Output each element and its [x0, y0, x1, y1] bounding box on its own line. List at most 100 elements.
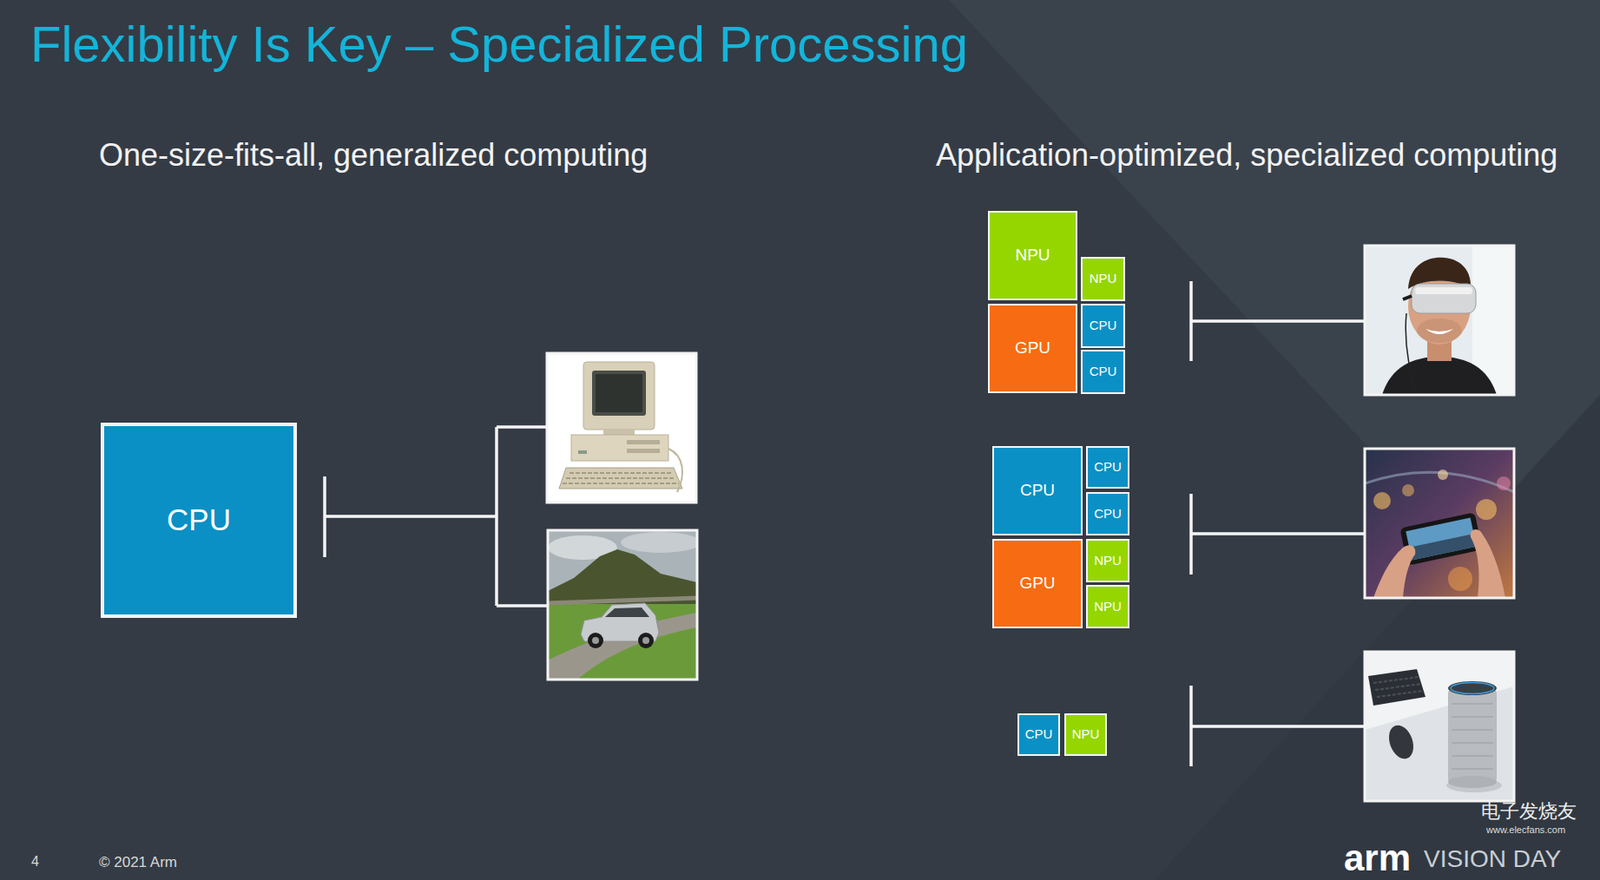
section-heading: Application-optimized, specialized compu… [935, 137, 1558, 173]
bracket-lines [324, 514, 497, 519]
retro-computer-photo [595, 374, 643, 413]
smart-speaker-photo [1368, 669, 1426, 706]
phone-video-photo [1496, 476, 1511, 491]
bracket-lines [494, 427, 499, 606]
smart-speaker-photo [1364, 651, 1515, 802]
event-name: VISION DAY [1423, 847, 1561, 872]
phone-video-photo [1475, 499, 1497, 521]
car-landscape-photo [620, 532, 698, 554]
phone-video-photo [1364, 448, 1515, 599]
block-label: CPU [166, 503, 231, 538]
block-label: NPU [1014, 246, 1050, 265]
car-landscape-photo [638, 632, 654, 649]
retro-computer-photo [668, 448, 683, 493]
section-heading: One-size-fits-all, generalized computing [98, 137, 648, 173]
block-label: NPU [1093, 599, 1122, 615]
block-label: GPU [1014, 339, 1051, 358]
block-label: CPU [1020, 481, 1055, 501]
block-label: NPU [1093, 553, 1122, 569]
car-landscape-photo [587, 632, 604, 649]
vr-headset-photo [1425, 329, 1454, 335]
block-label: NPU [1072, 727, 1100, 743]
smart-speaker-photo [1364, 651, 1515, 802]
block-label: CPU [1025, 727, 1054, 743]
phone-video-photo [1402, 484, 1415, 497]
smart-speaker-photo [1451, 704, 1494, 770]
cpu-block: CPU [1080, 349, 1126, 395]
gpu-block: GPU [992, 539, 1083, 629]
phone-video-photo [1409, 533, 1476, 560]
smart-speaker-photo [1364, 651, 1515, 802]
vr-headset-photo [1364, 245, 1515, 396]
phone-video-photo [1364, 448, 1515, 599]
vr-headset-photo [1364, 245, 1515, 396]
vr-headset-photo [1411, 283, 1476, 314]
slide-title: Flexibility Is Key – Specialized Process… [30, 15, 968, 74]
car-landscape-photo [547, 530, 701, 680]
phone-video-photo [1448, 566, 1473, 592]
cpu-block: CPU [1086, 492, 1130, 536]
watermark: www.elecfans.com [1486, 824, 1566, 837]
smart-speaker-photo [1448, 688, 1497, 784]
vr-headset-photo [1415, 287, 1473, 295]
vr-headset-photo [1382, 356, 1497, 396]
block-label: CPU [1089, 318, 1118, 334]
retro-computer-photo [626, 448, 660, 454]
car-landscape-photo [605, 607, 650, 618]
retro-computer-photo [546, 353, 697, 503]
retro-computer-photo [562, 473, 679, 484]
block-label: CPU [1093, 460, 1122, 475]
cpu-block: CPU [1017, 713, 1061, 757]
retro-computer-photo [626, 440, 660, 445]
background-shading [1154, 395, 1600, 880]
phone-video-photo [1437, 469, 1449, 481]
block-label: NPU [1089, 271, 1118, 287]
car-landscape-photo [547, 530, 698, 680]
bracket-lines [496, 604, 548, 608]
retro-computer-photo [592, 370, 646, 416]
npu-block: NPU [1064, 713, 1107, 757]
vr-headset-photo [1402, 296, 1412, 300]
brand-logo: arm [1343, 840, 1411, 877]
block-label: CPU [1089, 364, 1118, 380]
background-shading [948, 0, 1600, 695]
retro-computer-photo [603, 429, 635, 435]
retro-computer-photo [546, 353, 697, 503]
retro-computer-photo [559, 467, 683, 489]
page-number: 4 [31, 854, 40, 870]
smart-speaker-photo [1448, 776, 1497, 789]
vr-headset-photo [1405, 313, 1417, 396]
car-landscape-photo [547, 604, 698, 680]
bracket-lines [1191, 319, 1365, 323]
watermark: 电子发烧友 [1481, 800, 1577, 823]
phone-video-photo [1364, 448, 1515, 599]
car-landscape-photo [547, 530, 698, 680]
npu-block: NPU [1080, 256, 1126, 302]
cpu-block: CPU [992, 446, 1083, 536]
vr-headset-photo [1416, 318, 1462, 343]
vr-headset-photo [1364, 245, 1515, 396]
phone-video-photo [1405, 517, 1476, 560]
cpu-block: CPU [1086, 446, 1130, 489]
phone-video-photo [1373, 545, 1416, 599]
smart-speaker-photo [1448, 681, 1497, 696]
smart-speaker-photo [1373, 677, 1423, 698]
cpu-block: CPU [100, 422, 297, 619]
car-landscape-photo [547, 530, 698, 680]
phone-video-photo [1364, 448, 1515, 599]
bracket-lines [496, 425, 547, 429]
smart-speaker-photo [1384, 722, 1418, 763]
gpu-block: GPU [987, 303, 1078, 394]
retro-computer-photo [571, 434, 669, 461]
vr-headset-photo [1364, 245, 1515, 396]
copyright-note: © 2021 Arm [98, 854, 178, 872]
block-label: CPU [1093, 506, 1122, 522]
bracket-lines [1191, 724, 1365, 729]
bracket-lines [324, 281, 1365, 767]
retro-computer-photo [546, 353, 697, 503]
car-landscape-photo [547, 598, 698, 604]
phone-video-photo [1373, 492, 1391, 510]
